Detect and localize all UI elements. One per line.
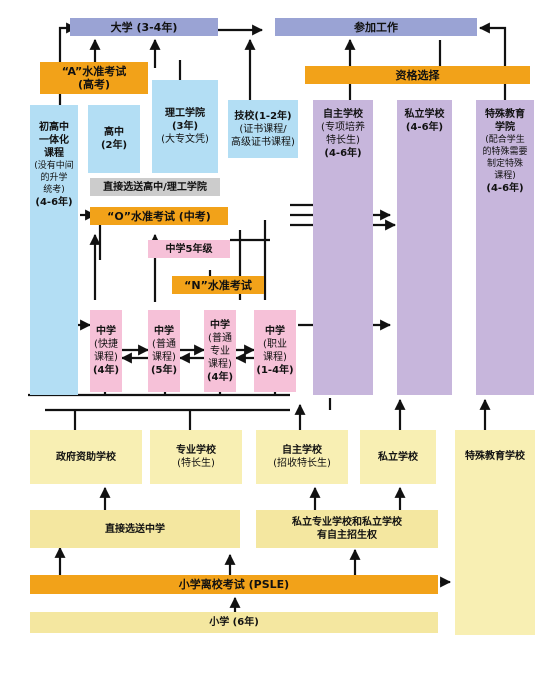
direct-jc-poly-box: 直接选送高中/理工学院: [90, 178, 220, 196]
university-label: 大学 (3-4年): [110, 20, 178, 34]
special-ed-institute-box: 特殊教育 学院 (配合学生 的特殊需要 制定特殊 课程) (4-6年): [476, 100, 534, 395]
sec-normal-title: 中学: [154, 326, 174, 337]
secondary-5-label: 中学5年级: [165, 243, 213, 255]
special-ed-school-box: 特殊教育学校: [455, 430, 535, 635]
employment-box: 参加工作: [275, 18, 477, 36]
specialised-schools-box: 专业学校 (特长生): [150, 430, 242, 484]
independent-entry-note: (招收特长生): [273, 458, 331, 469]
secondary-5-box: 中学5年级: [148, 240, 230, 258]
independent-entry-box: 自主学校 (招收特长生): [256, 430, 348, 484]
private-specialised-box: 私立专业学校和私立学校 有自主招生权: [256, 510, 438, 548]
sec-normal-tech-years: (4年): [206, 371, 234, 383]
direct-jc-poly-label: 直接选送高中/理工学院: [103, 181, 207, 193]
sec-normal-note: (普通 课程): [152, 339, 176, 363]
psle-box: 小学离校考试 (PSLE): [30, 575, 438, 594]
integrated-note: (没有中间 的升学 统考): [34, 161, 74, 195]
junior-college-box: 高中 (2年): [88, 105, 140, 173]
special-ed-note: (配合学生 的特殊需要 制定特殊 课程): [482, 135, 528, 181]
specialised-title: 专业学校: [176, 445, 216, 456]
private-entry-box: 私立学校: [360, 430, 436, 484]
a-level-box: “A”水准考试 (高考): [40, 62, 148, 94]
integrated-title: 初高中 一体化 课程: [39, 122, 69, 159]
specialised-note: (特长生): [177, 458, 215, 469]
sec-vocational-note: (职业 课程): [263, 339, 287, 363]
polytechnic-title: 理工学院: [165, 108, 205, 119]
psle-label: 小学离校考试 (PSLE): [178, 578, 290, 591]
n-level-box: “N”水准考试: [172, 276, 264, 294]
sec-express-title: 中学: [96, 326, 116, 337]
sec-express-note: (快捷 课程): [94, 339, 118, 363]
secondary-vocational-box: 中学 (职业 课程) (1-4年): [254, 310, 296, 392]
independent-entry-title: 自主学校: [282, 445, 322, 456]
employment-label: 参加工作: [354, 20, 398, 34]
junior-college-years: (2年): [100, 140, 128, 151]
private-entry-label: 私立学校: [378, 451, 418, 463]
integrated-program-box: 初高中 一体化 课程 (没有中间 的升学 统考) (4-6年): [30, 105, 78, 395]
primary-label: 小学 (6年): [209, 617, 259, 628]
ite-note: (证书课程/ 高级证书课程): [231, 123, 295, 148]
a-level-label: “A”水准考试 (高考): [61, 65, 127, 91]
polytechnic-note: (大专文凭): [161, 134, 209, 145]
junior-college-title: 高中: [104, 127, 124, 138]
private-school-box: 私立学校 (4-6年): [397, 100, 452, 395]
sec-express-years: (4年): [92, 365, 120, 376]
special-ed-school-label: 特殊教育学校: [465, 451, 525, 462]
direct-secondary-label: 直接选送中学: [105, 523, 165, 535]
n-level-label: “N”水准考试: [184, 278, 252, 292]
qualification-box: 资格选择: [305, 66, 530, 84]
private-specialised-label: 私立专业学校和私立学校 有自主招生权: [292, 517, 402, 541]
sec-vocational-title: 中学: [265, 326, 285, 337]
independent-title: 自主学校: [323, 109, 363, 120]
gov-schools-label: 政府资助学校: [56, 451, 116, 463]
ite-title: 技校(1-2年): [234, 110, 292, 122]
polytechnic-years: (3年): [171, 121, 199, 132]
private-years: (4-6年): [405, 122, 444, 133]
independent-years: (4-6年): [324, 148, 362, 159]
primary-box: 小学 (6年): [30, 612, 438, 633]
sec-normal-tech-title: 中学: [210, 319, 230, 331]
direct-secondary-box: 直接选送中学: [30, 510, 240, 548]
polytechnic-box: 理工学院 (3年) (大专文凭): [152, 80, 218, 173]
secondary-normal-technical-box: 中学 (普通 专业 课程) (4年): [204, 310, 236, 392]
sec-normal-tech-note: (普通 专业 课程): [208, 332, 232, 370]
gov-schools-box: 政府资助学校: [30, 430, 142, 484]
private-title: 私立学校: [404, 109, 445, 120]
university-box: 大学 (3-4年): [70, 18, 218, 36]
qualification-label: 资格选择: [395, 68, 440, 82]
integrated-years: (4-6年): [35, 197, 73, 208]
special-ed-title: 特殊教育 学院: [485, 109, 525, 133]
sec-normal-years: (5年): [150, 365, 178, 376]
o-level-label: “O”水准考试 (中考): [107, 209, 211, 223]
independent-note: (专项培养 特长生): [321, 122, 365, 146]
secondary-express-box: 中学 (快捷 课程) (4年): [90, 310, 122, 392]
ite-box: 技校(1-2年) (证书课程/ 高级证书课程): [228, 100, 298, 158]
o-level-box: “O”水准考试 (中考): [90, 207, 228, 225]
special-ed-years: (4-6年): [486, 183, 524, 194]
sec-vocational-years: (1-4年): [256, 365, 294, 376]
independent-school-box: 自主学校 (专项培养 特长生) (4-6年): [313, 100, 373, 395]
secondary-normal-box: 中学 (普通 课程) (5年): [148, 310, 180, 392]
